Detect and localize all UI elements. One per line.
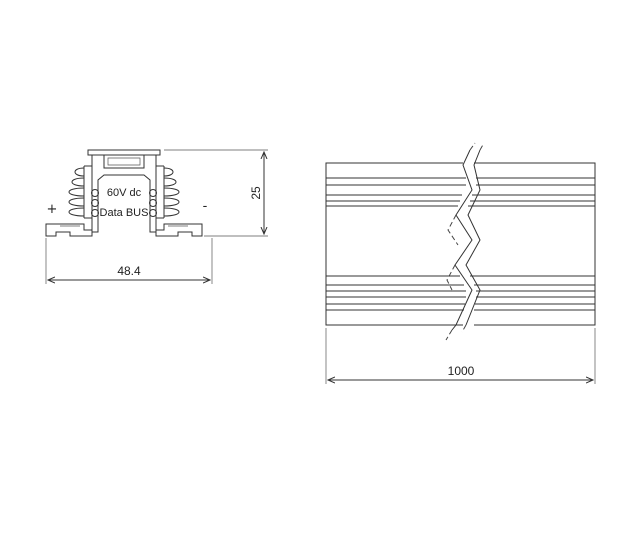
plus-sign: + — [47, 202, 58, 217]
left-fins — [68, 165, 92, 219]
rail-lines-right — [468, 177, 595, 311]
conductor-contacts — [91, 189, 157, 217]
length-dimension: 1000 — [325, 328, 596, 384]
voltage-label: 60V dc — [107, 187, 142, 199]
right-fins — [156, 165, 180, 219]
width-dimension: 48.4 — [45, 238, 213, 284]
height-dimension: 25 — [164, 149, 268, 237]
profile-cross-section: 60V dc Data BUS + - — [45, 149, 208, 237]
rail-lines-left — [326, 177, 466, 311]
length-value: 1000 — [448, 364, 475, 378]
break-line-left — [451, 149, 473, 331]
rail-side-view — [325, 142, 596, 341]
height-value: 25 — [249, 186, 263, 200]
minus-sign: - — [203, 199, 208, 214]
width-value: 48.4 — [117, 264, 141, 278]
break-line-right — [465, 149, 481, 326]
data-bus-label: Data BUS — [100, 207, 149, 219]
